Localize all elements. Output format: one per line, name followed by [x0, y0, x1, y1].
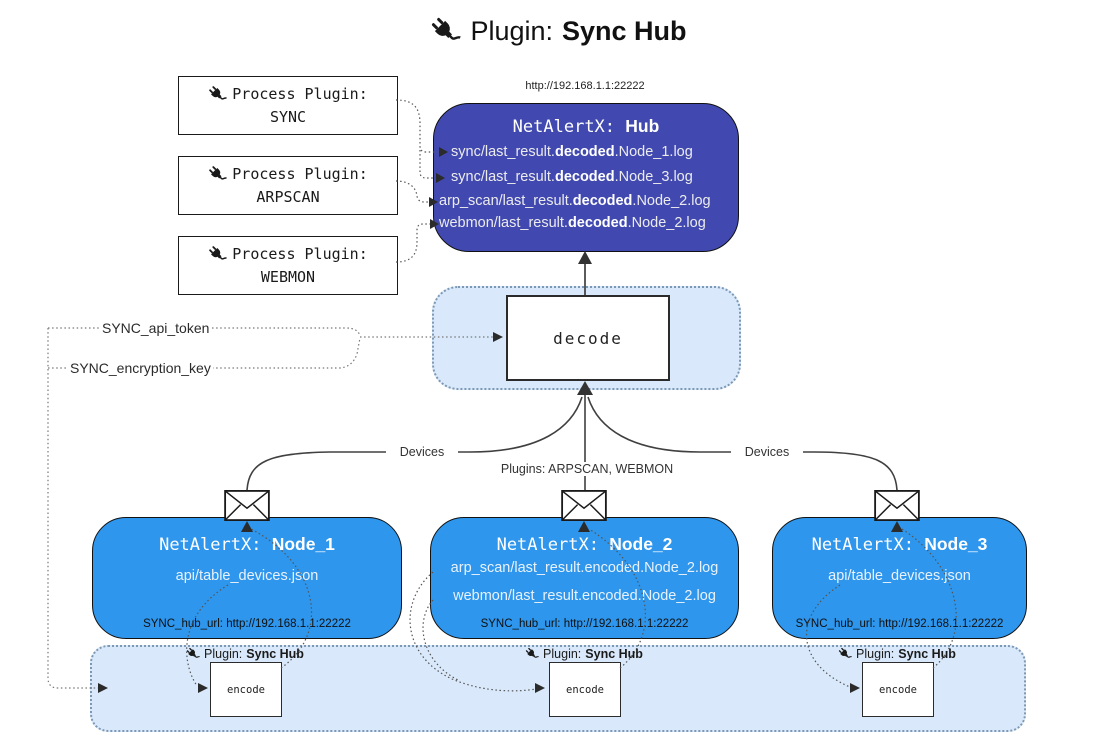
process-plugin-label: Process Plugin:: [232, 245, 368, 263]
hub-log-line: sync/last_result.decoded.Node_1.log: [451, 144, 693, 160]
node-file: webmon/last_result.encoded.Node_2.log: [453, 588, 716, 604]
decode-box: decode: [506, 295, 670, 381]
node-file: arp_scan/last_result.encoded.Node_2.log: [450, 560, 719, 576]
plug-icon: [430, 16, 461, 47]
plug-icon: [838, 647, 852, 661]
encode-box-3: encode: [862, 662, 934, 717]
hub-box: NetAlertX: Hub sync/last_result.decoded.…: [433, 103, 739, 252]
envelope-icon: [224, 490, 270, 521]
page-title: Plugin: Sync Hub: [0, 16, 1117, 47]
node-file: api/table_devices.json: [175, 568, 319, 584]
node-2-box: NetAlertX: Node_2 arp_scan/last_result.e…: [430, 517, 739, 639]
sync-hub-plugin-badge: Plugin:Sync Hub: [165, 646, 325, 661]
page-title-name: Sync Hub: [562, 16, 687, 46]
hub-log-line: sync/last_result.decoded.Node_3.log: [451, 169, 693, 185]
process-plugin-label: Process Plugin:: [232, 165, 368, 183]
encode-box-2: encode: [549, 662, 621, 717]
edge-label-devices-left: Devices: [386, 445, 458, 459]
plug-icon: [525, 647, 539, 661]
process-plugin-sync-label: Process Plugin:: [208, 83, 368, 106]
node-hub-url: SYNC_hub_url: http://192.168.1.1:22222: [143, 618, 351, 630]
edge-label-plugins: Plugins: ARPSCAN, WEBMON: [498, 462, 676, 476]
node-file: api/table_devices.json: [828, 568, 971, 584]
plug-icon: [186, 647, 200, 661]
process-plugin-webmon-label: Process Plugin:: [208, 243, 368, 266]
decode-to-hub-arrowhead: [578, 251, 592, 264]
node-title: NetAlertX: Node_2: [496, 534, 673, 555]
node-title: NetAlertX: Node_3: [811, 534, 988, 555]
process-plugin-arpscan-box: Process Plugin: ARPSCAN: [178, 156, 398, 215]
node-3-box: NetAlertX: Node_3 api/table_devices.json…: [772, 517, 1027, 639]
process-plugin-label: Process Plugin:: [232, 85, 368, 103]
plug-icon: [208, 245, 227, 264]
sync-encryption-key-label: SYNC_encryption_key: [68, 360, 213, 376]
hub-name-prefix: NetAlertX:: [512, 117, 616, 137]
hub-url-label: http://192.168.1.1:22222: [525, 80, 645, 92]
sync-hub-plugin-badge: Plugin:Sync Hub: [817, 646, 977, 661]
plug-icon: [208, 165, 227, 184]
process-plugin-sync-box: Process Plugin: SYNC: [178, 76, 398, 135]
edge-label-devices-right: Devices: [731, 445, 803, 459]
process-plugin-name: WEBMON: [260, 267, 316, 286]
encode-box-1: encode: [210, 662, 282, 717]
hub-title: NetAlertX: Hub: [434, 116, 738, 137]
plug-icon: [208, 85, 227, 104]
page-title-prefix: Plugin:: [470, 16, 554, 46]
node-hub-url: SYNC_hub_url: http://192.168.1.1:22222: [795, 618, 1004, 630]
sync-api-token-label: SYNC_api_token: [100, 320, 212, 336]
node-title: NetAlertX: Node_1: [159, 534, 335, 555]
hub-log-line: webmon/last_result.decoded.Node_2.log: [439, 215, 706, 231]
node-hub-url: SYNC_hub_url: http://192.168.1.1:22222: [480, 618, 689, 630]
envelope-icon: [874, 490, 920, 521]
process-plugin-webmon-box: Process Plugin: WEBMON: [178, 236, 398, 295]
process-plugin-name: SYNC: [269, 107, 307, 126]
process-plugin-arpscan-label: Process Plugin:: [208, 163, 368, 186]
sync-hub-plugin-badge: Plugin:Sync Hub: [504, 646, 664, 661]
hub-name: Hub: [625, 116, 660, 136]
node-1-box: NetAlertX: Node_1 api/table_devices.json…: [92, 517, 402, 639]
envelope-icon: [561, 490, 607, 521]
hub-log-line: arp_scan/last_result.decoded.Node_2.log: [439, 193, 711, 209]
process-plugin-name: ARPSCAN: [256, 187, 320, 206]
